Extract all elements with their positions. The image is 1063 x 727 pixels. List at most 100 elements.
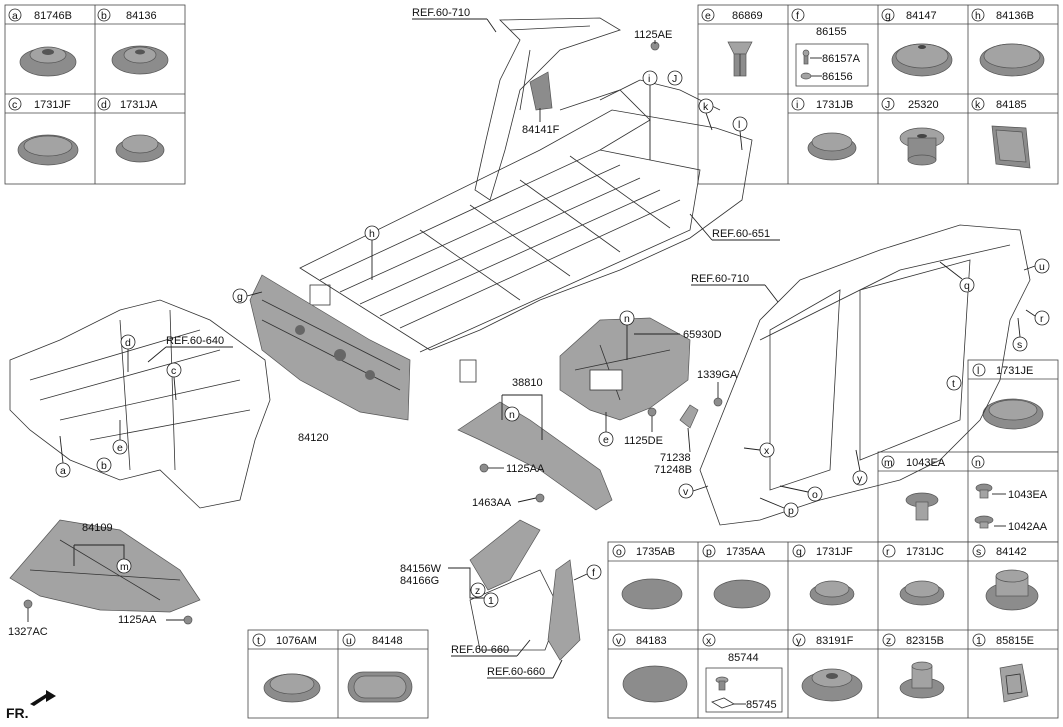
cap-icon bbox=[891, 43, 953, 77]
legend-letter: o bbox=[616, 546, 622, 558]
part-label: 1125AA bbox=[506, 463, 545, 475]
part-number: 1731JB bbox=[816, 99, 853, 111]
sub-part-number: 1042AA bbox=[1008, 521, 1048, 533]
part-label: 71238 bbox=[660, 452, 691, 464]
grommet-icon bbox=[985, 569, 1039, 611]
svg-text:y: y bbox=[857, 473, 863, 485]
callout-h: h bbox=[364, 225, 380, 280]
legend-letter: h bbox=[975, 10, 981, 22]
legend-letter: z bbox=[886, 635, 891, 647]
svg-text:J: J bbox=[672, 73, 677, 85]
legend-letter: g bbox=[885, 10, 891, 22]
part-label: 1339GA bbox=[697, 369, 738, 381]
ref-label: REF.60-660 bbox=[451, 644, 509, 656]
svg-text:x: x bbox=[764, 445, 770, 457]
ref-label: REF.60-710 bbox=[691, 273, 749, 285]
legend-letter: k bbox=[975, 99, 981, 111]
callout-J: J bbox=[667, 70, 683, 86]
legend-letter: y bbox=[796, 635, 802, 647]
callout-p: p bbox=[759, 497, 799, 518]
floor-tray bbox=[559, 317, 691, 421]
svg-text:n: n bbox=[624, 313, 630, 325]
plug-icon bbox=[263, 673, 321, 703]
floor-panel bbox=[299, 79, 753, 383]
arrow-icon bbox=[30, 690, 56, 706]
svg-text:h: h bbox=[369, 228, 375, 240]
part-number: 84148 bbox=[372, 635, 403, 647]
legend-top-right: e 86869 f 86155 86157A 86156 g 84147 bbox=[697, 4, 1059, 185]
screw-icon bbox=[802, 49, 810, 65]
part-label: 1327AC bbox=[8, 626, 48, 638]
svg-text:m: m bbox=[120, 561, 129, 573]
part-label: 84120 bbox=[298, 432, 329, 444]
part-number: 1076AM bbox=[276, 635, 317, 647]
legend-letter: 1 bbox=[976, 635, 982, 647]
plug-icon bbox=[17, 134, 79, 166]
svg-text:r: r bbox=[1040, 313, 1044, 325]
fender-apron bbox=[547, 559, 581, 661]
part-number: 81746B bbox=[34, 10, 72, 22]
callouts: d c e b a g h i J k l n n e m z 1 f q u … bbox=[55, 70, 1050, 608]
svg-text:a: a bbox=[60, 465, 66, 477]
legend-letter: d bbox=[101, 99, 107, 111]
legend-letter: u bbox=[346, 635, 352, 647]
callout-x: x bbox=[743, 442, 775, 458]
sub-part-number: 86156 bbox=[822, 71, 853, 83]
callout-v: v bbox=[678, 483, 709, 499]
callout-q: q bbox=[939, 261, 975, 293]
svg-text:f: f bbox=[592, 567, 595, 579]
callout-e2: e bbox=[598, 412, 614, 447]
svg-text:d: d bbox=[125, 337, 131, 349]
callout-r: r bbox=[1025, 309, 1050, 326]
callout-i: i bbox=[642, 70, 658, 160]
legend-letter: q bbox=[796, 546, 802, 558]
fastener-icon bbox=[899, 661, 945, 699]
grommet-icon bbox=[19, 46, 77, 77]
grommet-icon bbox=[801, 668, 863, 702]
callout-b: b bbox=[96, 457, 112, 473]
legend-letter: s bbox=[976, 546, 981, 558]
legend-letter: n bbox=[975, 457, 981, 469]
sub-part-number: 85745 bbox=[746, 699, 777, 711]
plug-icon bbox=[807, 132, 857, 161]
ref-label: REF.60-660 bbox=[487, 666, 545, 678]
part-number: 83191F bbox=[816, 635, 854, 647]
part-label: 84166G bbox=[400, 575, 439, 587]
legend-letter: x bbox=[706, 635, 712, 647]
legend-top-left: a 81746B b 84136 c 1731JF d 1731JA bbox=[4, 4, 186, 185]
legend-letter: f bbox=[796, 10, 799, 22]
plug-icon bbox=[115, 134, 165, 163]
legend-letter: v bbox=[616, 635, 622, 647]
svg-text:u: u bbox=[1039, 261, 1045, 273]
clip-icon bbox=[727, 41, 753, 77]
plug-icon bbox=[809, 580, 855, 606]
part-number: 85815E bbox=[996, 635, 1034, 647]
legend-letter: m bbox=[884, 457, 893, 469]
part-number: 85744 bbox=[728, 652, 759, 664]
svg-text:q: q bbox=[964, 280, 970, 292]
part-number: 84142 bbox=[996, 546, 1027, 558]
plug-icon bbox=[899, 580, 945, 606]
part-number: 25320 bbox=[908, 99, 939, 111]
part-label: 38810 bbox=[512, 377, 543, 389]
legend-letter: l bbox=[977, 365, 979, 377]
front-label: FR. bbox=[6, 705, 29, 721]
part-number: 84136B bbox=[996, 10, 1034, 22]
oval-plug-icon bbox=[347, 671, 413, 703]
svg-text:l: l bbox=[738, 119, 740, 131]
callout-z: z bbox=[470, 582, 486, 598]
svg-text:n: n bbox=[509, 409, 515, 421]
legend-letter: a bbox=[12, 10, 18, 22]
plug-icon bbox=[713, 579, 771, 609]
cap-icon bbox=[979, 43, 1045, 77]
callout-n2: n bbox=[504, 406, 520, 422]
clip-icon bbox=[999, 663, 1029, 703]
part-label: 1125DE bbox=[624, 435, 663, 447]
legend-letter: p bbox=[706, 546, 712, 558]
part-number: 1731JF bbox=[34, 99, 71, 111]
part-number: 1731JC bbox=[906, 546, 944, 558]
legend-letter: c bbox=[12, 99, 17, 111]
bolt-icon bbox=[975, 483, 993, 499]
legend-letter: e bbox=[705, 10, 711, 22]
